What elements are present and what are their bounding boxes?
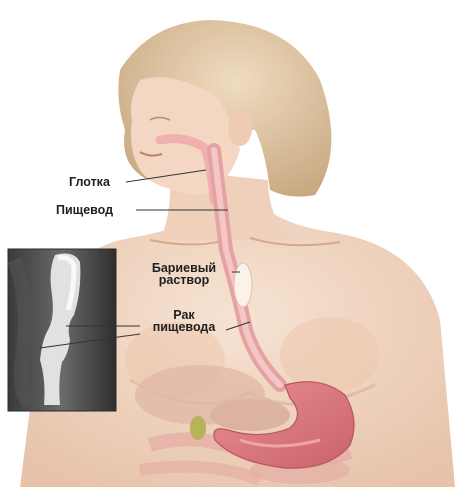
barium-label-line2: раствор [136, 274, 232, 286]
barium-label: Бариевый раствор [136, 262, 232, 286]
cancer-label-line2: пищевода [136, 321, 232, 333]
barium-bolus [234, 263, 252, 307]
esophagus-label: Пищевод [56, 204, 113, 216]
head [118, 20, 331, 197]
xray-panel [8, 249, 116, 411]
pharynx-label: Глотка [69, 176, 110, 188]
gallbladder [190, 416, 206, 440]
cancer-label: Рак пищевода [136, 309, 232, 333]
